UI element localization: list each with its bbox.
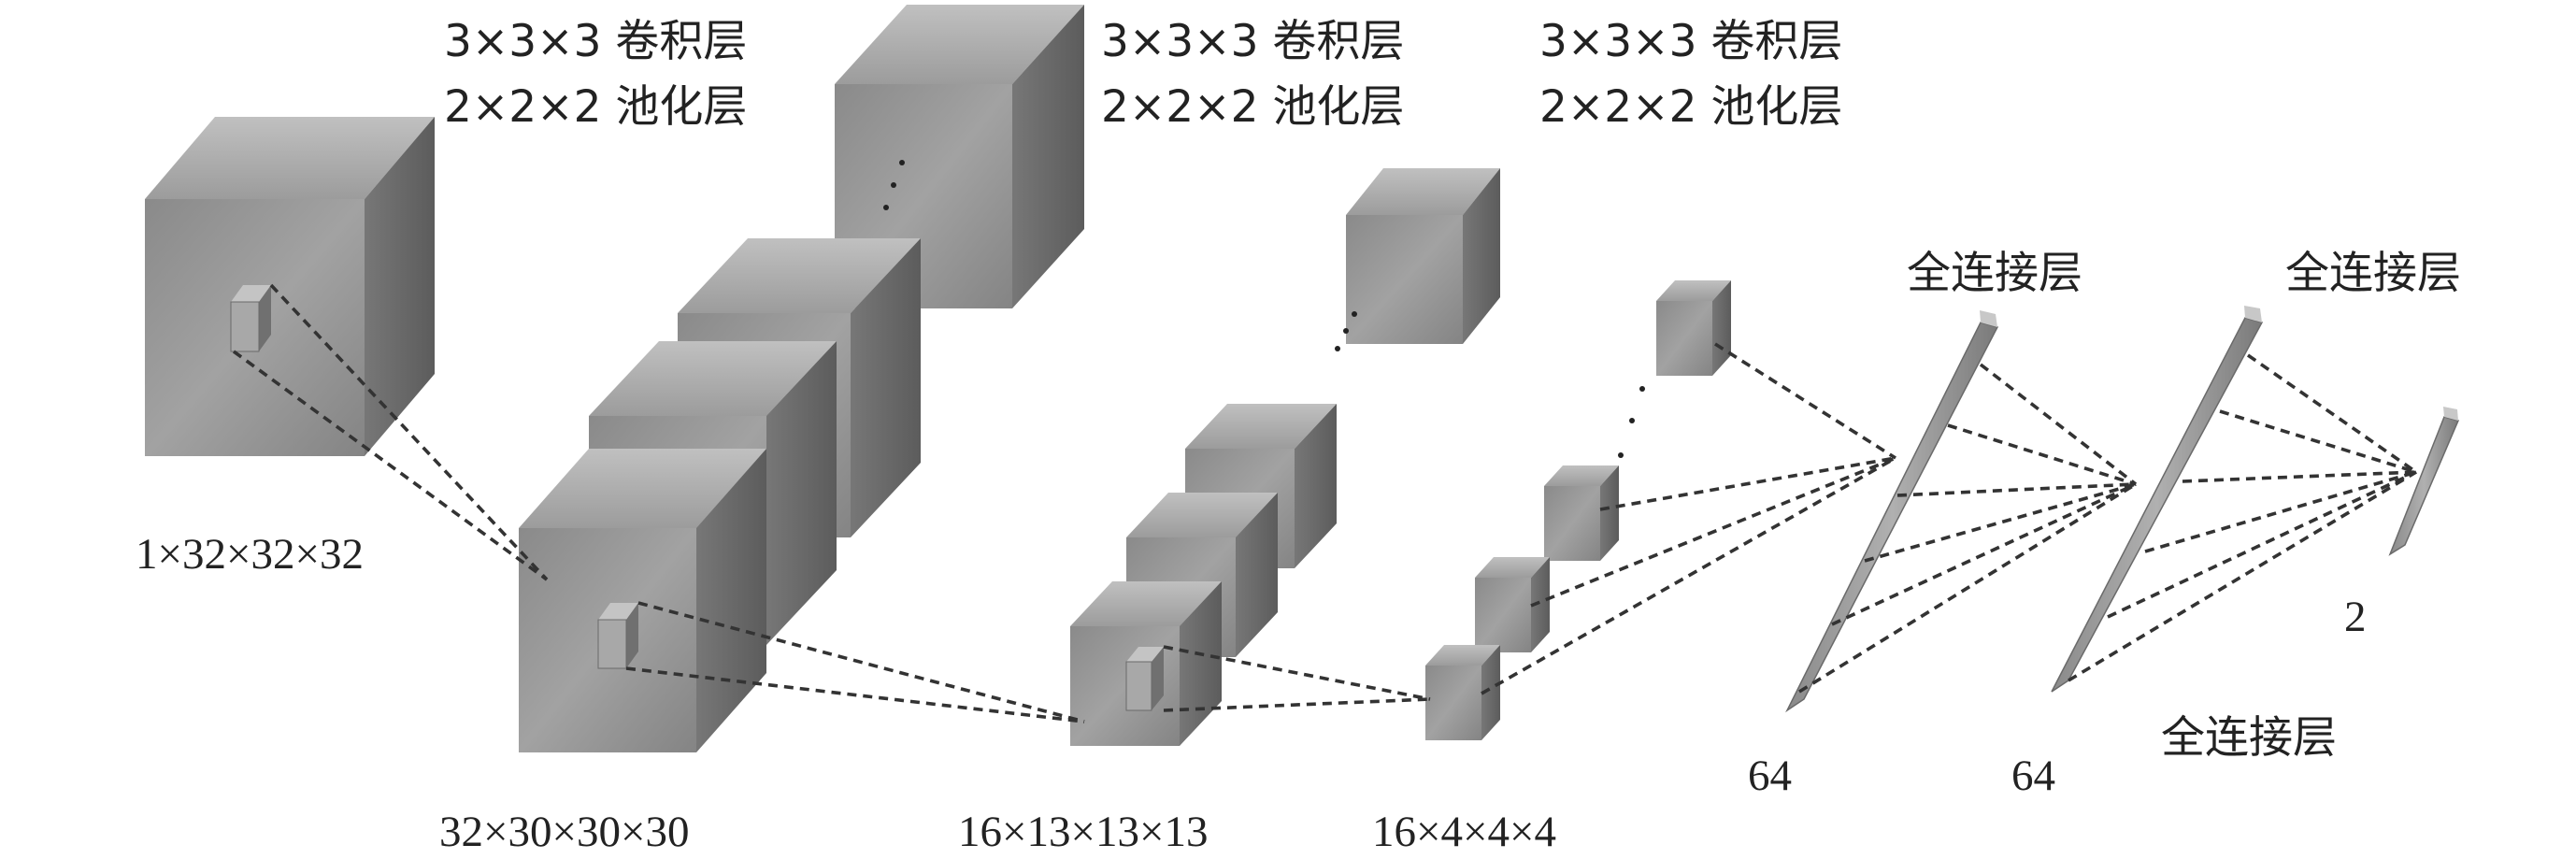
conv1-feature-map-front	[519, 449, 766, 752]
conv2-feature-map-front	[1070, 581, 1222, 746]
input-volume-cube	[145, 117, 435, 456]
fc2-title: 全连接层	[2285, 248, 2461, 299]
input-dimension-label: 1×32×32×32	[136, 530, 364, 579]
layer2-dimension-label: 16×13×13×13	[958, 808, 1209, 856]
fc3-size-label: 2	[2344, 593, 2367, 641]
conv-block-2-pool-label: 2×2×2 池化层	[1101, 81, 1404, 133]
layer1-dimension-label: 32×30×30×30	[439, 808, 690, 856]
conv2-feature-map-stack	[1070, 168, 1500, 746]
conv-block-2-conv-label: 3×3×3 卷积层	[1101, 16, 1404, 67]
layer3-dimension-label: 16×4×4×4	[1372, 808, 1556, 856]
fc3-bar	[2388, 407, 2460, 556]
conv3-feature-map-back	[1656, 280, 1731, 376]
conv-block-3-pool-label: 2×2×2 池化层	[1539, 81, 1842, 133]
conv2-kernel-cube	[1125, 647, 1164, 711]
conv2-feature-map-back	[1346, 168, 1500, 344]
conv1-feature-map-stack	[519, 5, 1084, 752]
conv-block-1-pool-label: 2×2×2 池化层	[444, 81, 747, 133]
conv3-feature-map-stack	[1425, 280, 1731, 740]
fc3-title: 全连接层	[2161, 712, 2337, 764]
conv1-kernel-cube	[597, 603, 638, 669]
stack-ellipsis-dots	[883, 160, 1645, 458]
conv-block-3-conv-label: 3×3×3 卷积层	[1539, 16, 1842, 67]
fc1-size-label: 64	[1748, 752, 1792, 800]
dashed-connections	[232, 283, 2418, 723]
conv3-feature-map-front	[1425, 645, 1500, 740]
fc2-size-label: 64	[2011, 752, 2055, 800]
conv3-feature-map-3	[1544, 465, 1619, 561]
conv3-feature-map-2	[1475, 557, 1550, 652]
input-kernel-cube	[230, 285, 271, 352]
fc2-bar	[2051, 306, 2264, 693]
fc1-bar	[1785, 310, 1999, 713]
fc1-title: 全连接层	[1907, 248, 2082, 299]
conv-block-1-conv-label: 3×3×3 卷积层	[444, 16, 747, 67]
